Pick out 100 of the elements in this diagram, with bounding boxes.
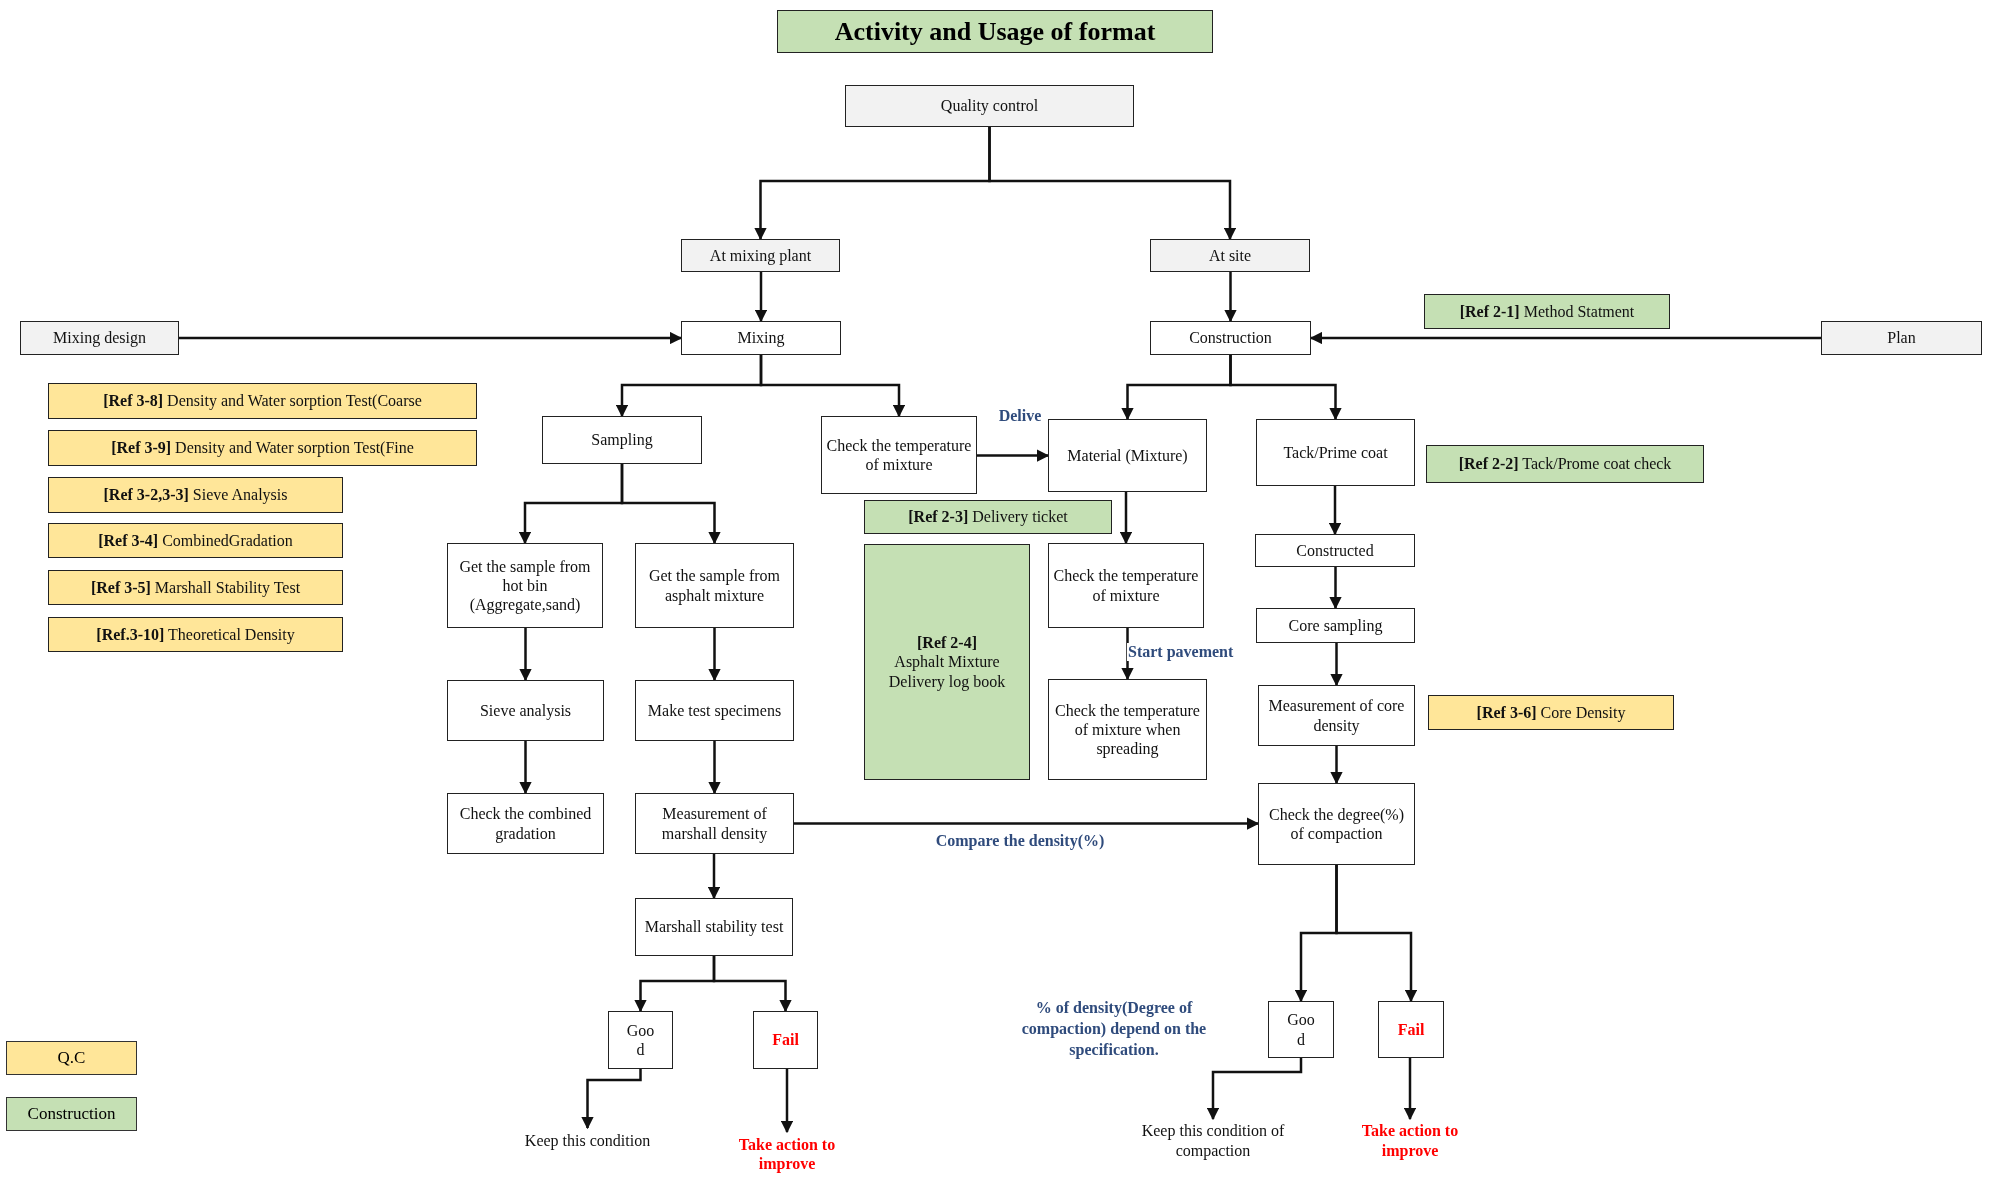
reference-box — [48, 617, 343, 652]
arrow — [988, 127, 1237, 241]
note-text: % of density(Degree of compaction) depend on the specification. — [1020, 998, 1208, 1061]
reference-box — [1428, 695, 1674, 730]
box-text: Measurement of core density — [1267, 696, 1406, 735]
arrow — [1119, 492, 1133, 545]
box-text: Good — [625, 1020, 656, 1060]
arrow — [707, 854, 721, 900]
process-box — [542, 416, 702, 464]
arrow — [708, 628, 721, 682]
box-text: Check the combined gradation — [458, 804, 593, 843]
reference-box — [48, 383, 477, 419]
box-text: Fail — [772, 1030, 799, 1050]
process-box — [1821, 321, 1982, 355]
box-text: [Ref 2-1] Method Statment — [1459, 301, 1635, 322]
box-text: At site — [1208, 245, 1252, 266]
box-text: Good — [1286, 1010, 1316, 1049]
box-text: Check the temperature of mixture when spreading — [1054, 700, 1201, 759]
arrow — [1330, 643, 1343, 687]
process-box — [635, 898, 793, 956]
process-box — [821, 416, 977, 494]
box-text: Get the sample from hot bin (Aggregate,sand) — [458, 556, 592, 615]
arrow — [581, 1069, 642, 1130]
arrow — [519, 628, 532, 682]
outcome-text: Take action to improve — [1356, 1119, 1464, 1162]
arrow — [754, 272, 768, 323]
process-box — [1255, 534, 1415, 567]
box-text: At mixing plant — [709, 245, 812, 266]
box-text: Core sampling — [1288, 615, 1383, 636]
arrow — [712, 956, 792, 1013]
box-text: Check the degree(%) of compaction — [1267, 804, 1405, 844]
box-text: [Ref 3-9] Density and Water sorption Test(Fine — [111, 438, 414, 458]
arrow — [1224, 272, 1237, 323]
arrow — [1206, 1058, 1303, 1121]
reference-box — [864, 544, 1030, 780]
box-heading: [Ref 2-4] — [917, 633, 977, 653]
process-box — [447, 543, 603, 628]
box-text: [Ref 2-3] Delivery ticket — [908, 507, 1068, 527]
process-box — [635, 543, 794, 628]
result-box — [1268, 1001, 1334, 1058]
box-text: Construction — [1189, 328, 1272, 348]
process-box — [1048, 679, 1207, 780]
process-box — [635, 680, 794, 741]
box-text: [Ref 3-8] Density and Water sorption Test(Coarse — [103, 391, 422, 411]
arrow — [519, 741, 532, 795]
process-box — [20, 321, 179, 355]
reference-box — [1424, 294, 1670, 329]
arrow — [1121, 628, 1134, 681]
outcome-text: Keep this condition of compaction — [1136, 1119, 1290, 1162]
arrow — [1309, 331, 1821, 345]
arrow — [759, 355, 906, 418]
process-box — [635, 793, 794, 854]
box-text: [Ref 2-2] Tack/Prome coat check — [1458, 454, 1672, 474]
arrow — [1329, 567, 1342, 610]
box-text: Mixing — [737, 328, 785, 348]
process-box — [1256, 608, 1415, 643]
diagram-title: Activity and Usage of format — [777, 10, 1213, 53]
arrow — [1229, 355, 1342, 421]
box-text: Check the temperature of mixture — [1053, 566, 1199, 605]
box-text: Quality control — [940, 96, 1039, 116]
box-text: Material (Mixture) — [1067, 445, 1188, 466]
box-text: Plan — [1887, 328, 1916, 348]
reference-box — [48, 570, 343, 605]
result-box — [1378, 1001, 1444, 1058]
process-box — [1150, 239, 1310, 272]
arrow — [708, 741, 721, 795]
process-box — [1258, 685, 1415, 746]
box-text: Check the temperature of mixture — [826, 435, 972, 475]
arrow — [179, 331, 683, 345]
process-box — [845, 85, 1134, 127]
box-text: Marshall stability test — [644, 917, 784, 937]
box-text: [Ref.3-10] Theoretical Density — [96, 624, 295, 645]
box-text: Measurement of marshall density — [660, 804, 769, 843]
legend-text: Q.C — [57, 1048, 86, 1068]
arrow — [620, 464, 721, 545]
box-text: Mixing design — [53, 328, 146, 348]
process-box — [447, 793, 604, 854]
box-text: [Ref 3-5] Marshall Stability Test — [90, 577, 301, 598]
box-text: Constructed — [1296, 540, 1374, 561]
box-text: Make test specimens — [647, 700, 782, 721]
box-text: Get the sample from asphalt mixture — [647, 566, 782, 605]
outcome-text: Keep this condition — [505, 1128, 670, 1154]
arrow — [1403, 1058, 1417, 1121]
process-box — [1256, 419, 1415, 486]
process-box — [1048, 543, 1204, 628]
result-box — [608, 1011, 673, 1069]
box-text: Fail — [1397, 1019, 1425, 1040]
box-text: [Ref 3-6] Core Density — [1476, 702, 1626, 723]
process-box — [1048, 419, 1207, 492]
box-text: [Ref 3-4] CombinedGradation — [98, 530, 293, 551]
result-box — [753, 1011, 818, 1069]
box-text: Asphalt Mixture Delivery log book — [887, 652, 1007, 691]
box-text: Tack/Prime coat — [1283, 442, 1388, 463]
edge-label: Compare the density(%) — [934, 832, 1106, 850]
process-box — [1258, 783, 1415, 865]
reference-box — [1426, 445, 1704, 483]
process-box — [1150, 321, 1311, 355]
reference-box — [864, 500, 1112, 534]
legend-text: Construction — [27, 1104, 116, 1124]
process-box — [681, 321, 841, 355]
